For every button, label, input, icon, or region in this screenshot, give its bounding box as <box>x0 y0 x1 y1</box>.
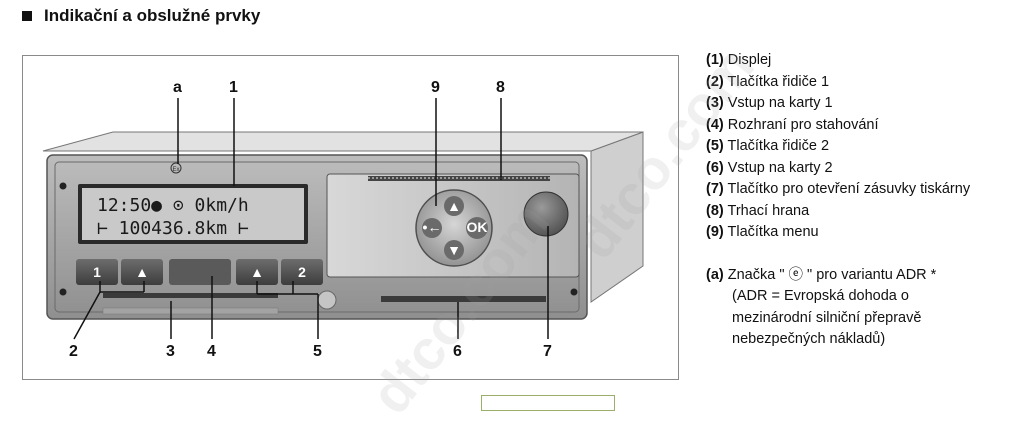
tachograph-illustration: Ex 12:50● ⊙ 0km/h ⊢ 100436.8km ⊢ 1 ▲ ▲ 2… <box>42 79 644 360</box>
legend-item: (9) Tlačítka menu <box>706 224 819 240</box>
download-interface[interactable] <box>169 259 231 285</box>
adr-note: (a) Značka " ⓔ " pro variantu ADR * (ADR… <box>706 266 937 348</box>
heading-text: Indikační a obslužné prvky <box>44 6 261 25</box>
card-slot-2[interactable] <box>381 296 546 302</box>
legend-item: (4) Rozhraní pro stahování <box>706 116 879 133</box>
device-top <box>42 131 644 152</box>
legend-item: (3) Vstup na karty 1 <box>706 95 833 111</box>
lock-cap <box>317 290 337 310</box>
menu-pad <box>415 189 493 267</box>
menu-down-button[interactable] <box>444 240 464 260</box>
lcd-line-1: 12:50● ⊙ 0km/h <box>97 195 249 216</box>
ok-label: OK <box>467 219 488 235</box>
card-slot-1[interactable] <box>103 293 278 298</box>
legend-item: (1) Displej <box>706 52 772 68</box>
legend-item: (6) Vstup na karty 2 <box>706 159 833 176</box>
callout-3: 3 <box>166 343 175 360</box>
menu-ok-button[interactable] <box>466 217 488 239</box>
legend-item: (5) Tlačítka řidiče 2 <box>706 138 830 154</box>
lcd-display <box>82 188 304 240</box>
callout-4: 4 <box>207 343 216 360</box>
up-arrow-icon: ▲ <box>447 198 461 214</box>
adr-mark-icon <box>170 162 182 174</box>
screw-icon <box>59 182 67 190</box>
legend-list: (1) Displej (2) Tlačítka řidiče 1 (3) Vs… <box>706 50 970 351</box>
tear-edge <box>368 176 550 181</box>
square-bullet-icon <box>22 11 32 21</box>
down-arrow-icon: ▼ <box>447 242 461 258</box>
legend-item: (2) Tlačítka řidiče 1 <box>706 73 830 90</box>
printer-drawer-button[interactable] <box>523 191 569 237</box>
device-side <box>590 131 644 303</box>
driver2-button[interactable] <box>281 259 323 285</box>
callout-1: 1 <box>229 79 238 96</box>
back-icon: •← <box>423 219 442 235</box>
leader-lines <box>73 98 549 340</box>
callout-2: 2 <box>69 343 78 360</box>
adr-mark-glyph: Ex <box>172 167 179 173</box>
callout-a: a <box>173 79 182 96</box>
slot-lip <box>102 307 279 315</box>
eject2-button[interactable] <box>236 259 278 285</box>
menu-up-button[interactable] <box>444 196 464 216</box>
driver2-button-label: 2 <box>298 264 306 280</box>
legend-item: (8) Trhací hrana <box>706 202 810 219</box>
page-footer-box <box>481 395 615 411</box>
eject-icon: ▲ <box>250 264 264 280</box>
section-heading: Indikační a obslužné prvky <box>22 6 260 26</box>
menu-back-button[interactable] <box>422 218 442 238</box>
callout-8: 8 <box>496 79 505 96</box>
screw-icon <box>59 288 67 296</box>
device-figure: Ex 12:50● ⊙ 0km/h ⊢ 100436.8km ⊢ 1 ▲ ▲ 2… <box>22 55 679 380</box>
callout-7: 7 <box>543 343 552 360</box>
callout-9: 9 <box>431 79 440 96</box>
driver1-button-label: 1 <box>93 264 101 280</box>
lcd-line-2: ⊢ 100436.8km ⊢ <box>97 218 249 239</box>
screw-icon <box>570 288 578 296</box>
callout-6: 6 <box>453 343 462 360</box>
callout-5: 5 <box>313 343 322 360</box>
eject-icon: ▲ <box>135 264 149 280</box>
driver1-button[interactable] <box>76 259 118 285</box>
eject1-button[interactable] <box>121 259 163 285</box>
legend-item: (7) Tlačítko pro otevření zásuvky tiskár… <box>706 181 971 197</box>
